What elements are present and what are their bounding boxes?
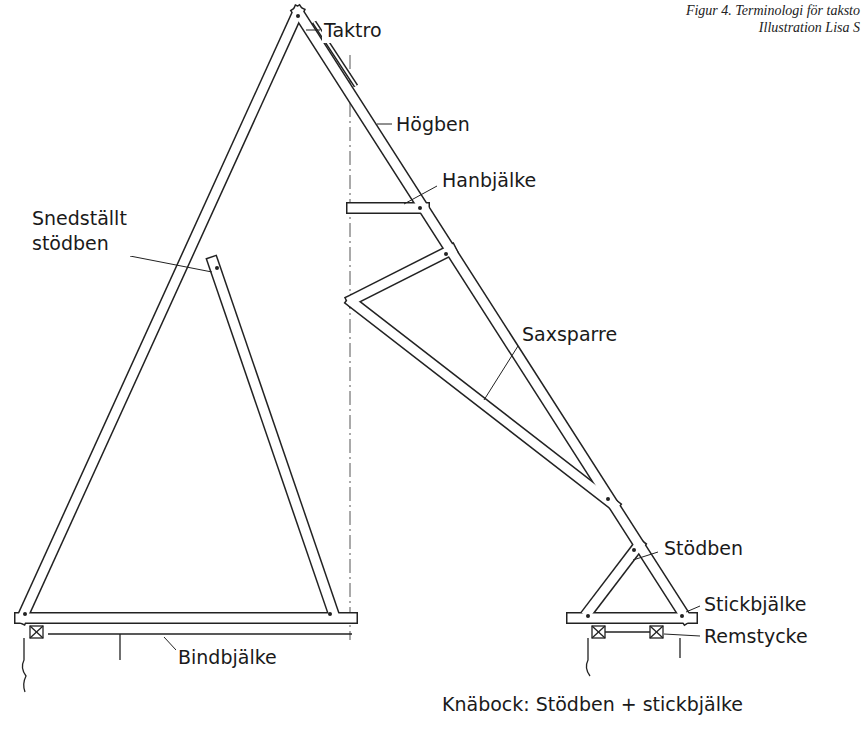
part-name: Stödben <box>662 536 745 561</box>
part-name: Stickbjälke <box>702 592 809 617</box>
figure-caption: Figur 4. Terminologi för taksto <box>686 2 860 19</box>
walls <box>22 632 680 692</box>
leader-lines <box>130 30 700 650</box>
note-text: Knäbock: Stödben + stickbjälke <box>440 692 745 717</box>
part-name: Hanbjälke <box>440 168 538 193</box>
joint-dots <box>23 14 684 618</box>
wall-plate-symbols <box>30 626 663 638</box>
truss-members <box>20 12 692 618</box>
lower-beam <box>48 633 352 635</box>
part-name: Snedställt stödben <box>30 206 134 256</box>
truss-member-fill <box>20 12 692 618</box>
part-name: Saxsparre <box>520 322 619 347</box>
part-name: Taktro <box>322 18 384 43</box>
part-name: Remstycke <box>702 624 810 649</box>
part-name: Högben <box>394 112 472 137</box>
part-name: Bindbjälke <box>176 645 279 670</box>
illustration-credit: Illustration Lisa S <box>759 19 860 36</box>
centre-line <box>350 55 351 640</box>
